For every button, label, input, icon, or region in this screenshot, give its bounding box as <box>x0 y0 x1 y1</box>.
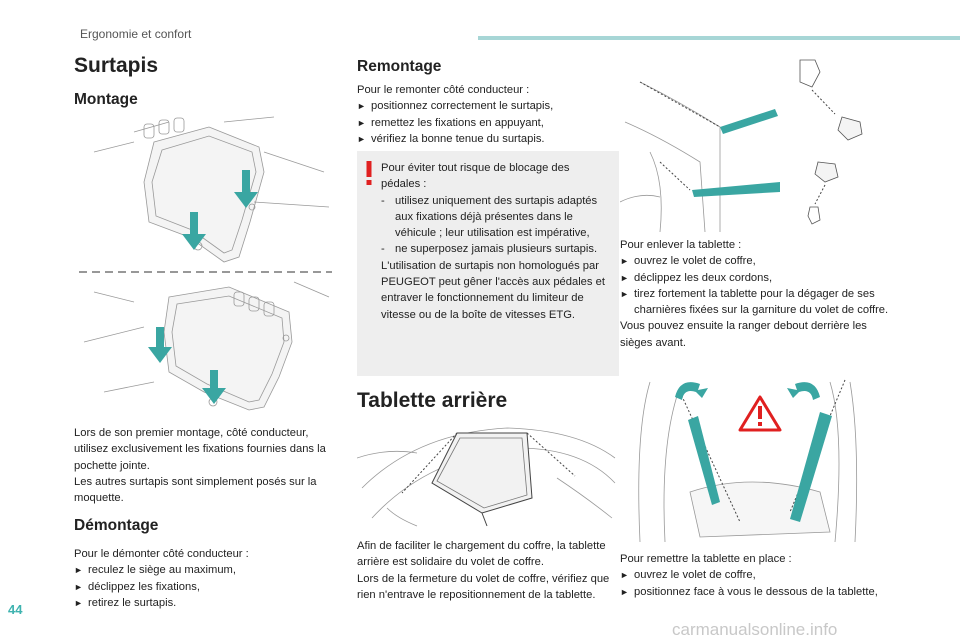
parcel-shelf-illustration <box>357 418 619 528</box>
list-item: ► remettez les fixations en appuyant, <box>357 115 623 131</box>
watermark: carmanualsonline.info <box>672 620 838 639</box>
list-item: ► ouvrez le volet de coffre, <box>620 253 900 269</box>
bullet-marker-icon: ► <box>357 117 366 128</box>
list-item-text: reculez le siège au maximum, <box>88 564 236 577</box>
warning-item: -ne superposez jamais plusieurs surtapis… <box>381 241 611 257</box>
list-item: ► déclippez les deux cordons, <box>620 270 900 286</box>
bullet-marker-icon: ► <box>620 586 629 597</box>
remettre-text: Pour remettre la tablette en place : ► ou… <box>620 551 900 600</box>
remontage-text: Pour le remonter côté conducteur : ► posi… <box>357 82 623 147</box>
list-item-text: déclippez les deux cordons, <box>634 271 773 284</box>
section-demontage-heading: Démontage <box>74 517 159 534</box>
list-item-text: ouvrez le volet de coffre, <box>634 255 756 268</box>
warning-item: -utilisez uniquement des surtapis adapté… <box>381 193 611 242</box>
bullet-marker-icon: ► <box>620 256 629 267</box>
list-item-text: positionnez face à vous le dessous de la… <box>634 585 878 598</box>
demontage-intro: Pour le démonter côté conducteur : <box>74 548 249 560</box>
shelf-removal-illustration <box>620 52 882 237</box>
tablette-text: Afin de faciliter le chargement du coffr… <box>357 538 623 603</box>
warning-outro: L'utilisation de surtapis non homologués… <box>381 259 605 321</box>
section-remontage-heading: Remontage <box>357 58 442 75</box>
montage-paragraph: Lors de son premier montage, côté conduc… <box>74 427 326 472</box>
list-item: ► ouvrez le volet de coffre, <box>620 567 900 583</box>
list-item-text: tirez fortement la tablette pour la déga… <box>634 287 889 317</box>
bullet-marker-icon: ► <box>620 570 629 581</box>
list-item: ► positionnez correctement le surtapis, <box>357 98 623 114</box>
bullet-marker-icon: ► <box>620 272 629 283</box>
bullet-marker-icon: ► <box>357 133 366 144</box>
page-number: 44 <box>8 602 23 617</box>
page-title: Surtapis <box>74 54 159 77</box>
list-item-text: positionnez correctement le surtapis, <box>371 100 554 113</box>
list-item: ► reculez le siège au maximum, <box>74 562 340 578</box>
floor-mat-illustration <box>74 112 336 416</box>
warning-item-text: utilisez uniquement des surtapis adaptés… <box>395 194 598 240</box>
warning-triangle-icon <box>738 395 782 432</box>
tablette-paragraph: Afin de faciliter le chargement du coffr… <box>357 540 606 569</box>
list-item-text: ouvrez le volet de coffre, <box>634 569 756 582</box>
section-tablette-title: Tablette arrière <box>357 389 508 412</box>
running-header: Ergonomie et confort <box>80 27 192 41</box>
remontage-intro: Pour le remonter côté conducteur : <box>357 84 530 96</box>
montage-text: Lors de son premier montage, côté conduc… <box>74 425 340 506</box>
list-item: ► vérifiez la bonne tenue du surtapis. <box>357 131 623 147</box>
warning-exclamation-icon <box>366 161 372 185</box>
demontage-text: Pour le démonter côté conducteur : ► recu… <box>74 546 340 611</box>
enlever-outro: Vous pouvez ensuite la ranger debout der… <box>620 320 867 349</box>
section-montage-heading: Montage <box>74 91 138 108</box>
list-item-text: remettez les fixations en appuyant, <box>371 116 544 129</box>
bullet-marker-icon: ► <box>74 581 83 592</box>
shelf-refit-illustration <box>620 372 882 542</box>
list-item-text: déclippez les fixations, <box>88 580 200 593</box>
tablette-paragraph: Lors de la fermeture du volet de coffre,… <box>357 572 610 601</box>
bullet-marker-icon: ► <box>357 101 366 112</box>
list-item-text: retirez le surtapis. <box>88 596 177 609</box>
enlever-text: Pour enlever la tablette : ► ouvrez le vo… <box>620 237 900 351</box>
list-item-text: vérifiez la bonne tenue du surtapis. <box>371 132 545 145</box>
list-item: ► déclippez les fixations, <box>74 579 340 595</box>
list-item: ► positionnez face à vous le dessous de l… <box>620 584 900 600</box>
list-item: ► retirez le surtapis. <box>74 595 340 611</box>
remettre-intro: Pour remettre la tablette en place : <box>620 553 792 565</box>
list-item: ► tirez fortement la tablette pour la dég… <box>620 286 900 319</box>
dash-marker: - <box>381 243 385 256</box>
montage-paragraph: Les autres surtapis sont simplement posé… <box>74 475 317 505</box>
bullet-marker-icon: ► <box>74 597 83 608</box>
warning-item-text: ne superposez jamais plusieurs surtapis. <box>395 243 598 256</box>
warning-intro: Pour éviter tout risque de blocage des p… <box>381 162 570 191</box>
warning-box: Pour éviter tout risque de blocage des p… <box>357 151 619 376</box>
enlever-intro: Pour enlever la tablette : <box>620 239 742 251</box>
bullet-marker-icon: ► <box>620 288 629 299</box>
bullet-marker-icon: ► <box>74 565 83 576</box>
header-accent-bar <box>478 36 960 40</box>
warning-text: Pour éviter tout risque de blocage des p… <box>381 160 611 323</box>
dash-marker: - <box>381 194 385 207</box>
